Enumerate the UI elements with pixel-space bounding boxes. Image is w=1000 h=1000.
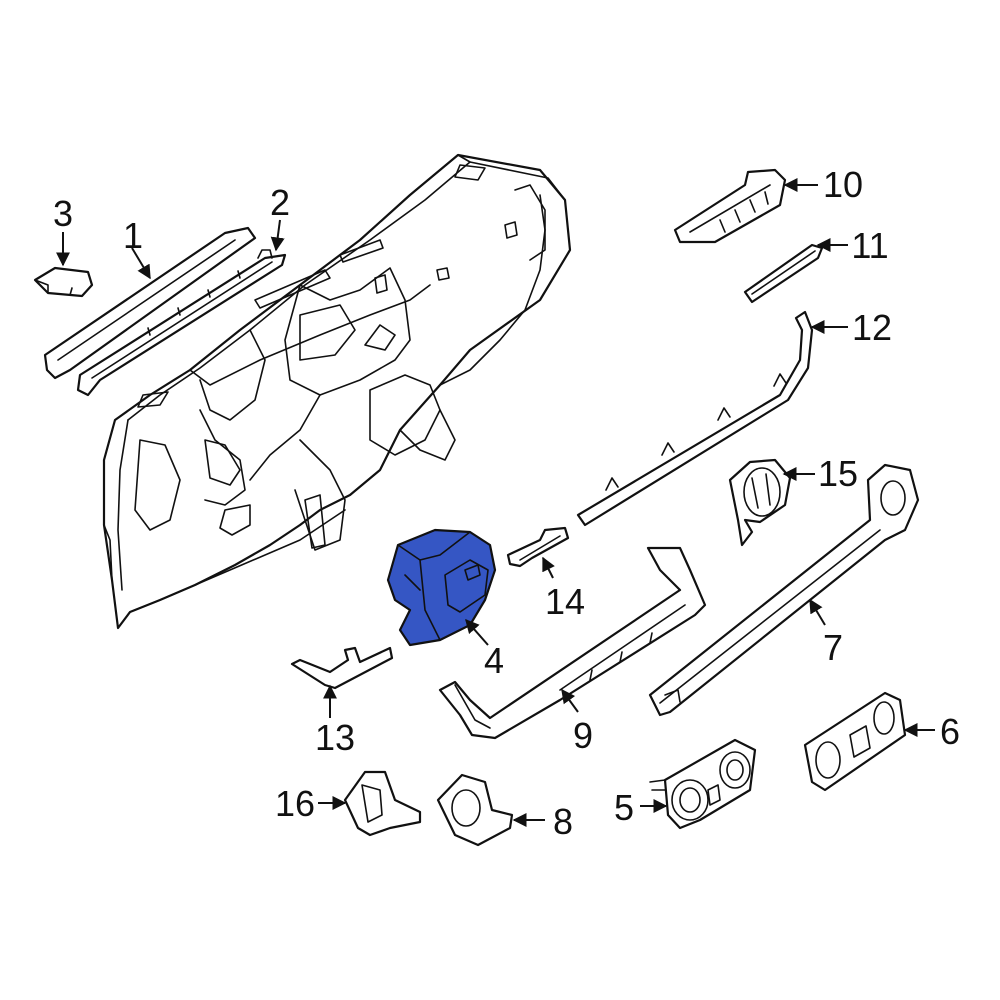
callout-13: 13 <box>315 717 355 758</box>
callout-leaders <box>56 178 935 827</box>
part-13-bracket <box>290 646 394 690</box>
callout-5: 5 <box>614 787 634 828</box>
part-2-bracket <box>76 249 287 397</box>
part-14-clip <box>506 526 570 568</box>
leader-9 <box>561 688 579 713</box>
leader-1 <box>131 247 151 280</box>
callout-1: 1 <box>123 215 143 256</box>
part-11-thin-trim <box>743 243 824 304</box>
callout-10: 10 <box>823 164 863 205</box>
callout-9: 9 <box>573 715 593 756</box>
part-10-upper-vent <box>673 168 787 244</box>
part-1-trim-strip <box>43 226 257 380</box>
callout-6: 6 <box>940 711 960 752</box>
part-9-support-bracket <box>438 546 707 740</box>
leader-2 <box>270 219 285 252</box>
part-12-molding <box>576 310 814 527</box>
callout-15: 15 <box>818 453 858 494</box>
part-16-side-bracket <box>343 770 422 837</box>
callout-8: 8 <box>553 801 573 842</box>
leader-7 <box>809 598 826 626</box>
callout-14: 14 <box>545 581 585 622</box>
part-7-trim-panel <box>648 463 920 717</box>
callout-11: 11 <box>851 225 888 266</box>
callout-7: 7 <box>823 627 843 668</box>
part-15-switch <box>728 458 792 547</box>
callout-12: 12 <box>852 307 892 348</box>
leader-4 <box>465 618 489 646</box>
part-3-cap <box>33 266 94 298</box>
callout-labels: 1 2 3 4 5 6 7 8 9 10 11 12 13 14 15 16 <box>53 164 960 842</box>
instrument-panel <box>102 153 572 630</box>
callout-4: 4 <box>484 640 504 681</box>
callout-2: 2 <box>270 182 290 223</box>
callout-16: 16 <box>275 783 315 824</box>
part-6-switch-bezel <box>803 691 907 792</box>
part-4-housing-highlighted <box>386 528 497 647</box>
callout-3: 3 <box>53 193 73 234</box>
leader-14 <box>542 556 555 579</box>
part-8-vent-bezel <box>436 773 514 847</box>
part-5-center-vent <box>649 738 757 830</box>
